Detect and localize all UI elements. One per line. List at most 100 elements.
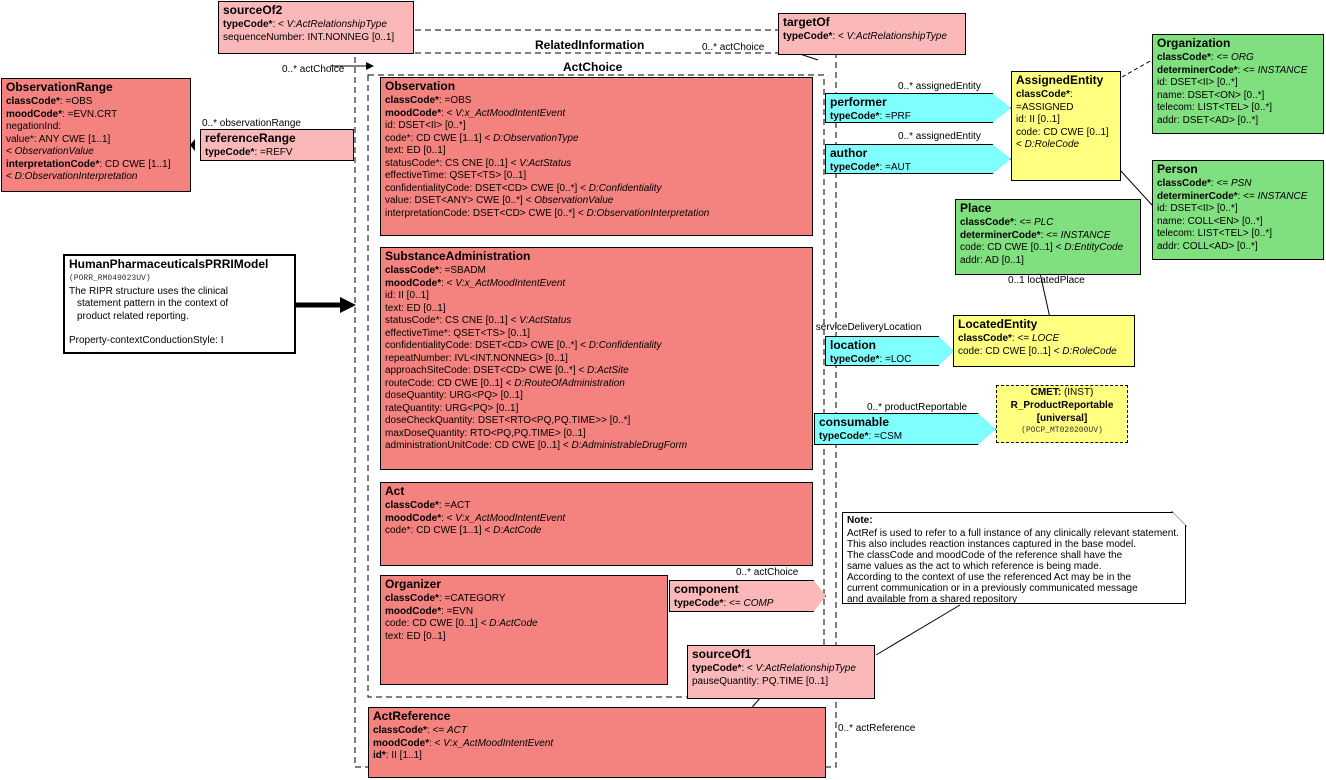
- attribute-text: code: CD CWE [0..1] <: [960, 242, 1065, 253]
- attribute-text: administrationUnitCode: CD CWE [0..1] <: [385, 440, 572, 451]
- attribute-text: : <: [272, 19, 287, 30]
- attribute-name: classCode*: [960, 217, 1014, 228]
- attribute-name: classCode*: [6, 96, 60, 107]
- attribute-name: classCode*: [1157, 178, 1211, 189]
- attribute-text: negationInd:: [6, 121, 62, 132]
- attribute-row: addr: DSET<AD> [0..*]: [1153, 115, 1323, 128]
- consumable-title: consumable: [819, 415, 890, 429]
- attribute-vocab: D:RoleCode: [1062, 345, 1117, 357]
- attribute-vocab: V:x_ActMoodIntentEvent: [455, 107, 566, 119]
- observationRange-title: ObservationRange: [6, 80, 113, 94]
- attribute-text: : <: [441, 277, 456, 289]
- attribute-text: : <: [832, 31, 847, 42]
- attribute-row: typeCode*: =PRF: [826, 111, 1010, 122]
- act-title: Act: [385, 484, 405, 498]
- note-box: Note: ActRef is used to refer to a full …: [842, 512, 1186, 604]
- attribute-vocab: D:Confidentiality: [588, 182, 662, 194]
- attribute-vocab: V:x_ActMoodIntentEvent: [455, 512, 566, 524]
- attribute-row: classCode*: =OBS: [2, 96, 190, 109]
- note-line: same values as the act to which referenc…: [847, 560, 1102, 572]
- attribute-row: typeCode*: < V:ActRelationshipType: [219, 19, 413, 32]
- attribute-name: typeCode*: [223, 19, 273, 30]
- attribute-row: typeCode*: < V:ActRelationshipType: [688, 663, 874, 676]
- attribute-vocab: V:ActRelationshipType: [846, 31, 947, 42]
- multiplicity-act-choice-left: 0..* actChoice: [282, 64, 345, 75]
- attribute-vocab: ObservationValue: [14, 146, 94, 157]
- multiplicity-act-choice-right: 0..* actChoice: [702, 42, 765, 53]
- attribute-text: : =CATEGORY: [438, 593, 506, 604]
- cmet-product-reportable-box[interactable]: CMET: (INST) R_ProductReportable [univer…: [996, 385, 1128, 443]
- attribute-text: value*: ANY CWE [1..1]: [6, 133, 111, 145]
- attribute-text: =ASSIGNED: [1016, 101, 1074, 113]
- attribute-name: moodCode*: [385, 512, 442, 524]
- attribute-text: repeatNumber: IVL<INT.NONNEG> [0..1]: [385, 352, 568, 364]
- attribute-vocab: D:ActCode: [493, 525, 542, 536]
- attribute-row: effectiveTime: QSET<TS> [0..1]: [381, 170, 812, 183]
- author-box[interactable]: author typeCode*: =AUT: [825, 144, 1011, 174]
- attribute-row: moodCode*: =EVN.CRT: [2, 109, 190, 122]
- attribute-row: code: CD CWE [0..1] < D:EntityCode: [956, 242, 1140, 255]
- attribute-text: id: DSET<II> [0..*]: [385, 120, 466, 131]
- attribute-row: determinerCode*: <= INSTANCE: [956, 230, 1140, 243]
- attribute-row: telecom: LIST<TEL> [0..*]: [1153, 102, 1323, 115]
- attribute-name: typeCode*: [830, 162, 880, 173]
- attribute-text: code: CD CWE [0..1] <: [958, 345, 1063, 357]
- attribute-text: text: ED [0..1]: [385, 630, 446, 642]
- attribute-text: <: [6, 171, 15, 182]
- hp-model-box[interactable]: HumanPharmaceuticalsPRRIModel (PORR_RM04…: [63, 254, 296, 354]
- person-title: Person: [1157, 162, 1198, 176]
- multiplicity-act-reference: 0..* actReference: [838, 723, 916, 734]
- attribute-text: : <: [441, 512, 456, 524]
- attribute-row: effectiveTime*: QSET<TS> [0..1]: [381, 328, 812, 341]
- attribute-vocab: D:ActCode: [489, 618, 538, 629]
- attribute-row: doseQuantity: URG<PQ> [0..1]: [381, 390, 812, 403]
- attribute-text: effectiveTime*: QSET<TS> [0..1]: [385, 327, 531, 339]
- attribute-vocab: D:ObservationType: [493, 132, 579, 144]
- attribute-row: telecom: LIST<TEL> [0..*]: [1153, 228, 1323, 241]
- attribute-text: id: DSET<II> [0..*]: [1157, 77, 1238, 88]
- attribute-text: name: COLL<EN> [0..*]: [1157, 215, 1263, 227]
- attribute-row: value: DSET<ANY> CWE [0..*] < Observatio…: [381, 195, 812, 208]
- attribute-text: addr: DSET<AD> [0..*]: [1157, 114, 1259, 126]
- attribute-row: statusCode*: CS CNE [0..1] < V:ActStatus: [381, 158, 812, 171]
- hp-model-line: Property-contextConductionStyle: I: [69, 335, 224, 346]
- attribute-text: : <: [429, 737, 444, 749]
- attribute-row: addr: AD [0..1]: [956, 255, 1140, 268]
- attribute-vocab: ACT: [446, 725, 467, 736]
- attribute-name: classCode*: [385, 593, 439, 604]
- attribute-name: moodCode*: [385, 277, 442, 289]
- attribute-row: text: ED [0..1]: [381, 145, 812, 158]
- attribute-vocab: PLC: [1033, 217, 1054, 228]
- attribute-text: : =AUT: [879, 162, 911, 173]
- attribute-text: doseQuantity: URG<PQ> [0..1]: [385, 390, 523, 401]
- attribute-text: : <=: [1011, 333, 1032, 344]
- attribute-row: addr: COLL<AD> [0..*]: [1153, 241, 1323, 254]
- attribute-row: sequenceNumber: INT.NONNEG [0..1]: [219, 32, 413, 45]
- author-title: author: [830, 146, 868, 160]
- attribute-name: typeCode*: [830, 354, 880, 365]
- attribute-row: typeCode*: =LOC: [826, 354, 953, 365]
- attribute-text: doseCheckQuantity: DSET<RTO<PQ,PQ.TIME>>…: [385, 415, 631, 426]
- attribute-row: value*: ANY CWE [1..1]: [2, 134, 190, 147]
- attribute-text: : <: [741, 663, 756, 674]
- attribute-row: approachSiteCode: DSET<CD> CWE [0..*] < …: [381, 365, 812, 378]
